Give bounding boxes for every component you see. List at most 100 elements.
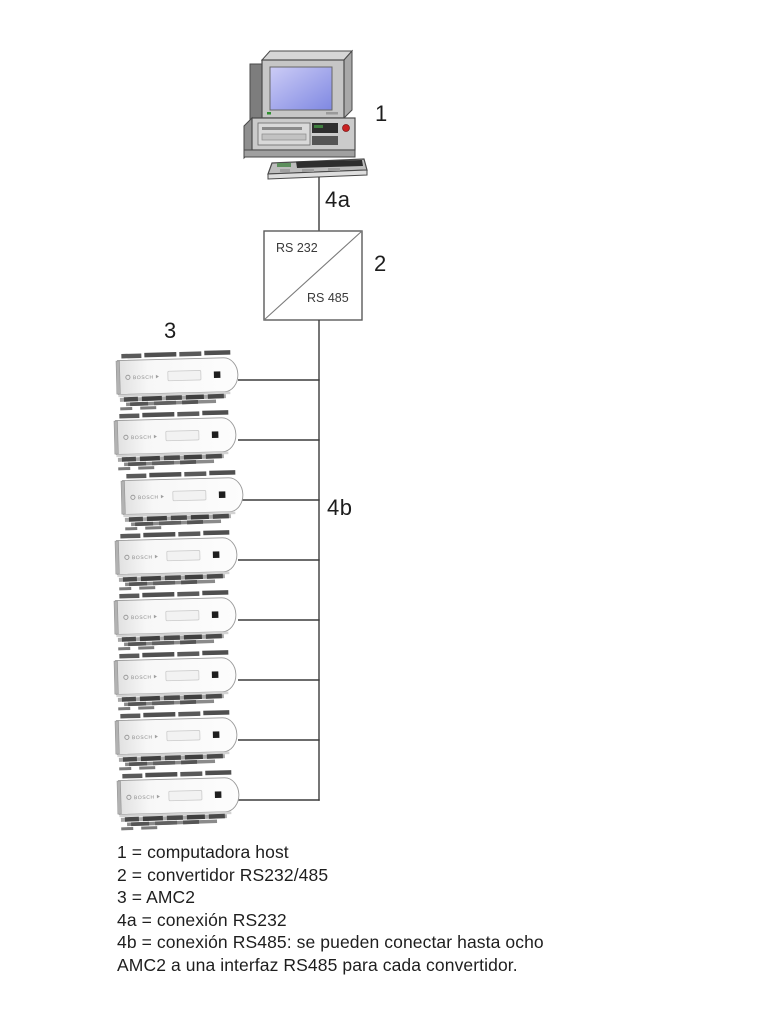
bosch-logo-icon — [124, 554, 130, 560]
device-display — [166, 730, 201, 742]
device-brand-text: BOSCH — [131, 435, 152, 442]
rs232-label: RS 232 — [276, 241, 318, 255]
monitor — [249, 49, 354, 121]
device-bottom-terminals — [119, 393, 226, 411]
device-display — [165, 430, 200, 442]
callout-label-4b: 4b — [327, 495, 353, 520]
device-top-terminals — [121, 350, 231, 359]
keyboard-green-strip — [277, 163, 291, 167]
brand-arrow-icon — [153, 614, 157, 619]
case-base — [243, 149, 356, 158]
device-left-cap — [113, 660, 119, 695]
device-top-terminals — [120, 710, 230, 719]
monitor-top-face — [260, 50, 354, 61]
device-brand-text: BOSCH — [133, 375, 154, 382]
device-key-square — [218, 491, 226, 499]
device-bottom-terminals — [117, 633, 224, 651]
converter-box — [263, 230, 363, 321]
device-base-shadow — [118, 391, 231, 398]
device-base-shadow — [116, 451, 229, 458]
device-display — [167, 370, 202, 382]
amc2-device-icon: BOSCH — [114, 710, 238, 771]
device-top-terminals — [126, 470, 236, 479]
device-bottom-terminals — [117, 693, 224, 711]
device-display — [166, 550, 201, 562]
device-base-shadow — [117, 571, 230, 578]
device-bottom-terminals — [124, 513, 231, 531]
device-base-shadow — [116, 631, 229, 638]
device-top-terminals — [119, 410, 229, 419]
keyboard-key-row — [302, 169, 314, 172]
bosch-logo-icon — [123, 614, 129, 620]
rs485-label: RS 485 — [307, 291, 349, 305]
bosch-logo-icon — [123, 434, 129, 440]
legend-line-2: 2 = convertidor RS232/485 — [117, 864, 329, 885]
brand-arrow-icon — [160, 494, 164, 499]
device-base-shadow — [117, 751, 230, 758]
bosch-logo-icon — [126, 794, 132, 800]
drive-tray — [261, 133, 307, 141]
device-left-cap — [114, 720, 120, 755]
bosch-logo-icon — [130, 494, 136, 500]
brand-arrow-icon — [155, 374, 159, 379]
device-brand-text: BOSCH — [138, 495, 159, 502]
device-base-shadow — [123, 511, 236, 518]
lower-vent-block — [312, 136, 338, 145]
amc2-device-icon: BOSCH — [115, 350, 239, 411]
device-top-terminals — [122, 770, 232, 779]
device-key-square — [212, 551, 220, 559]
device-key-square — [211, 671, 219, 679]
amc2-device-icon: BOSCH — [113, 650, 237, 711]
device-key-square — [211, 611, 219, 619]
brand-arrow-icon — [156, 794, 160, 799]
amc2-device-icon: BOSCH — [120, 470, 244, 531]
device-brand-text: BOSCH — [131, 675, 152, 682]
callout-label-computer: 1 — [375, 101, 388, 126]
device-display — [165, 670, 200, 682]
legend-line-3: 3 = AMC2 — [117, 887, 196, 907]
bosch-logo-icon — [125, 374, 131, 380]
legend: 1 = computadora host 2 = convertidor RS2… — [117, 841, 544, 976]
keyboard-key-row — [280, 169, 290, 172]
device-top-terminals — [119, 650, 229, 659]
floppy-slot — [262, 127, 302, 130]
device-key-square — [211, 431, 219, 439]
amc2-device-icon: BOSCH — [113, 410, 237, 471]
device-top-terminals — [120, 530, 230, 539]
converter-diagonal-line — [263, 230, 363, 321]
device-brand-text: BOSCH — [132, 735, 153, 742]
device-brand-text: BOSCH — [132, 555, 153, 562]
monitor-right-face — [343, 49, 353, 120]
legend-line-4: 4a = conexión RS232 — [117, 909, 287, 930]
monitor-power-led — [267, 112, 271, 115]
device-left-cap — [113, 420, 119, 455]
device-base-shadow — [116, 691, 229, 698]
device-top-terminals — [119, 590, 229, 599]
device-key-square — [214, 791, 222, 799]
device-brand-text: BOSCH — [134, 795, 155, 802]
device-left-cap — [116, 780, 122, 815]
device-left-cap — [115, 360, 121, 395]
vent-green-accent — [314, 125, 323, 128]
brand-arrow-icon — [154, 554, 158, 559]
brand-arrow-icon — [153, 434, 157, 439]
keyboard-keys-dark — [296, 160, 363, 168]
device-key-square — [212, 731, 220, 739]
vent-block — [312, 123, 338, 133]
bosch-logo-icon — [123, 674, 129, 680]
device-display — [172, 490, 207, 502]
keyboard-front-edge — [267, 169, 368, 180]
computer-case — [243, 116, 356, 160]
keyboard-key-row — [328, 168, 340, 171]
rs485-branches — [238, 379, 320, 801]
legend-line-6: AMC2 a una interfaz RS485 para cada conv… — [117, 954, 518, 975]
keyboard — [267, 158, 368, 180]
device-bottom-terminals — [117, 453, 224, 471]
device-brand-text: BOSCH — [131, 615, 152, 622]
monitor-controls — [326, 112, 338, 115]
callout-label-amc-group: 3 — [164, 318, 177, 343]
device-left-cap — [113, 600, 119, 635]
amc2-device-icon: BOSCH — [113, 590, 237, 651]
